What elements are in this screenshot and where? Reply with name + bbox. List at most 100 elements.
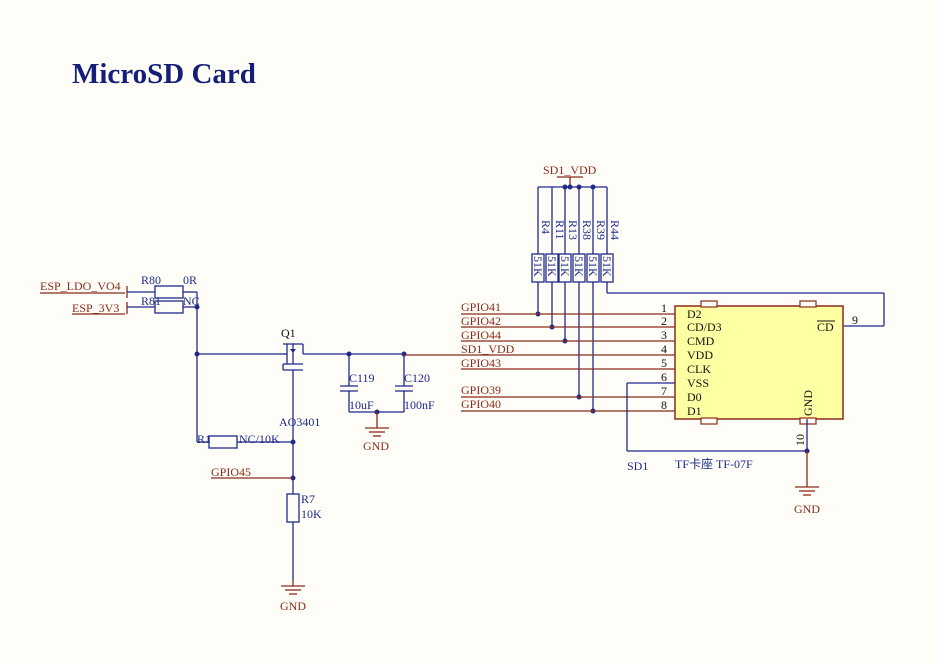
pullup-resistor-r38: R38 51K bbox=[572, 187, 594, 283]
net-gpio40: GPIO40 bbox=[461, 397, 675, 412]
gnd-symbol-caps: GND bbox=[363, 412, 389, 453]
sd1-vdd-power-port: SD1_VDD bbox=[543, 163, 597, 187]
net-label-gpio39: GPIO39 bbox=[461, 383, 501, 397]
sd1-left-pins: 1 D2 2 CD/D3 3 CMD 4 VDD 5 CLK 6 VSS 7 D0 8 D1 bbox=[661, 301, 722, 418]
resistor-r1: R1 NC/10K bbox=[197, 432, 293, 449]
sd1-pin-name: CD/D3 bbox=[687, 320, 722, 334]
sd1-pin-1: 1 D2 bbox=[661, 301, 702, 321]
pullup-resistor-r13: R13 51K bbox=[558, 187, 580, 283]
c119-ref: C119 bbox=[349, 371, 375, 385]
net-label-gpio45: GPIO45 bbox=[211, 465, 251, 479]
c120-ref: C120 bbox=[404, 371, 430, 385]
resistor-r80: R80 0R bbox=[141, 273, 197, 299]
esp-ldo-input: ESP_LDO_VO4 bbox=[40, 279, 155, 298]
gnd-symbol-sd: GND bbox=[794, 451, 820, 516]
sd1-pin-5: 5 CLK bbox=[661, 356, 711, 376]
capacitor-c120: C120 100nF bbox=[395, 354, 435, 412]
gnd-label-sd: GND bbox=[794, 502, 820, 516]
gnd-label-caps: GND bbox=[363, 439, 389, 453]
pullup-ref: R39 bbox=[594, 220, 608, 240]
sd1-pin-gnd-num: 10 bbox=[793, 434, 807, 446]
r1-ref: R1 bbox=[197, 432, 211, 446]
q1-value: AO3401 bbox=[279, 415, 320, 429]
net-gpio43: GPIO43 bbox=[461, 356, 675, 370]
sheet-title: MicroSD Card bbox=[72, 58, 256, 90]
net-label-sd1-vdd-top: SD1_VDD bbox=[543, 163, 597, 177]
net-label-esp-ldo: ESP_LDO_VO4 bbox=[40, 279, 121, 293]
net-sd1-vdd: SD1_VDD bbox=[404, 342, 675, 356]
sd1-pin-name: CLK bbox=[687, 362, 711, 376]
pullup-value: 51K bbox=[572, 256, 586, 277]
sd1-pin-number: 4 bbox=[661, 342, 667, 356]
pullup-resistor-r11: R11 51K bbox=[545, 187, 567, 283]
r1-value: NC/10K bbox=[239, 432, 280, 446]
gnd-symbol-r7: GND bbox=[280, 580, 306, 613]
mosfet-q1: Q1 AO3401 bbox=[279, 326, 349, 478]
sd1-pin-number: 5 bbox=[661, 356, 667, 370]
sd1-pin-number: 1 bbox=[661, 301, 667, 315]
net-label-gpio44: GPIO44 bbox=[461, 328, 501, 342]
capacitor-c119: C119 10uF bbox=[340, 354, 375, 412]
pullup-ref: R4 bbox=[539, 220, 553, 234]
sd-card-connector-sd1: 1 D2 2 CD/D3 3 CMD 4 VDD 5 CLK 6 VSS 7 D0 8 D1 CD 9 GND… bbox=[627, 300, 858, 473]
sd1-value: TF卡座 TF-07F bbox=[675, 456, 753, 471]
resistor-r7: R7 10K bbox=[286, 478, 322, 580]
net-gpio42: GPIO42 bbox=[461, 314, 675, 328]
net-gpio41: GPIO41 bbox=[461, 300, 675, 315]
sd1-pin-name: CMD bbox=[687, 334, 715, 348]
q1-ref: Q1 bbox=[281, 326, 296, 340]
sd1-pin-number: 6 bbox=[661, 370, 667, 384]
r7-value: 10K bbox=[301, 507, 322, 521]
net-label-esp-3v3: ESP_3V3 bbox=[72, 301, 119, 315]
net-gpio45: GPIO45 bbox=[211, 465, 293, 479]
pullup-ref: R13 bbox=[566, 220, 580, 240]
net-label-gpio41: GPIO41 bbox=[461, 300, 501, 314]
r80-value: 0R bbox=[183, 273, 197, 287]
pullup-value: 51K bbox=[531, 256, 545, 277]
net-label-gpio43: GPIO43 bbox=[461, 356, 501, 370]
sd1-pin-name: VSS bbox=[687, 376, 709, 390]
pullup-value: 51K bbox=[558, 256, 572, 277]
sd1-pin-name: D2 bbox=[687, 307, 702, 321]
c120-value: 100nF bbox=[404, 398, 435, 412]
pullup-value: 51K bbox=[545, 256, 559, 277]
sd1-pin-name: D1 bbox=[687, 404, 702, 418]
r81-ref: R81 bbox=[141, 294, 161, 308]
sd1-pin-number: 2 bbox=[661, 314, 667, 328]
resistor-r81: R81 NC bbox=[141, 294, 200, 314]
sd1-pin-name: D0 bbox=[687, 390, 702, 404]
pullup-resistor-r4: R4 51K bbox=[531, 187, 553, 283]
sd1-pin-2: 2 CD/D3 bbox=[661, 314, 722, 334]
net-label-sd1-vdd: SD1_VDD bbox=[461, 342, 515, 356]
sd1-pin-4: 4 VDD bbox=[661, 342, 713, 362]
sd1-pin-gnd-name: GND bbox=[801, 390, 815, 416]
sd1-pin-7: 7 D0 bbox=[661, 384, 702, 404]
sd1-pin-cd-name: CD bbox=[817, 320, 834, 334]
esp-3v3-input: ESP_3V3 bbox=[72, 301, 155, 315]
sd1-pin-number: 7 bbox=[661, 384, 667, 398]
gnd-label-r7: GND bbox=[280, 599, 306, 613]
pullup-value: 51K bbox=[600, 256, 614, 277]
net-gpio39: GPIO39 bbox=[461, 383, 675, 398]
r7-ref: R7 bbox=[301, 492, 315, 506]
c119-value: 10uF bbox=[349, 398, 374, 412]
net-label-gpio40: GPIO40 bbox=[461, 397, 501, 411]
r80-ref: R80 bbox=[141, 273, 161, 287]
pullup-ref: R38 bbox=[580, 220, 594, 240]
pullup-resistor-r39: R39 51K bbox=[586, 187, 608, 283]
sd1-pin-6: 6 VSS bbox=[661, 370, 709, 390]
sd1-pin-name: VDD bbox=[687, 348, 713, 362]
sd1-pin-number: 3 bbox=[661, 328, 667, 342]
r81-value: NC bbox=[183, 294, 200, 308]
sd1-pin-number: 8 bbox=[661, 398, 667, 412]
sd1-pin-cd-num: 9 bbox=[852, 313, 858, 327]
sd1-ref: SD1 bbox=[627, 459, 648, 473]
pullup-ref: R11 bbox=[553, 220, 567, 240]
sd1-pin-3: 3 CMD bbox=[661, 328, 715, 348]
pullup-value: 51K bbox=[586, 256, 600, 277]
net-gpio44: GPIO44 bbox=[461, 328, 675, 342]
